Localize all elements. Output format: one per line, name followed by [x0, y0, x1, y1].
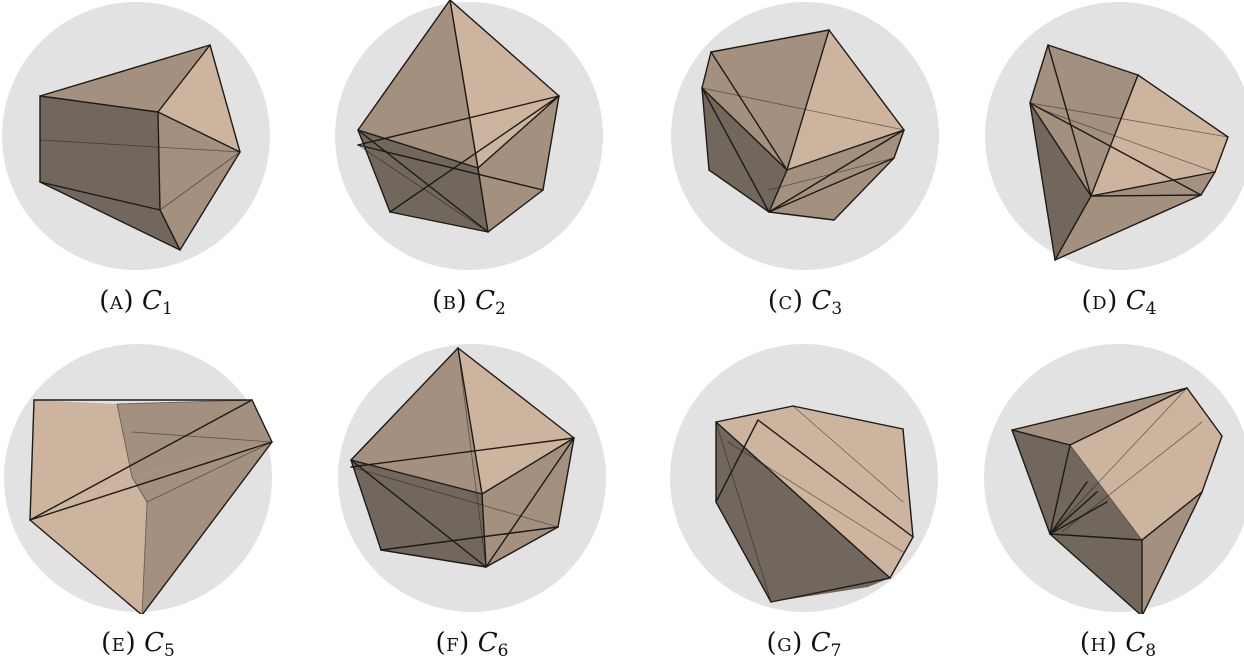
subfigure-caption: (b)C2 — [333, 286, 605, 319]
caption-subscript: 1 — [161, 299, 173, 319]
polytope-face — [1070, 388, 1222, 540]
subfigure-caption: (c)C3 — [669, 286, 941, 319]
polytope-face — [1055, 172, 1215, 260]
polytope-face — [358, 0, 478, 168]
caption-subscript: 6 — [497, 641, 509, 661]
polytope-face — [450, 0, 559, 168]
polytope-c6-figure — [338, 344, 606, 612]
polytope-c8-figure — [984, 344, 1244, 614]
polytope-face — [1012, 430, 1142, 540]
subfigure-caption: (g)C7 — [668, 628, 940, 661]
panel-b: (b)C2 — [333, 0, 605, 330]
panel-c: (c)C3 — [669, 0, 941, 330]
caption-tag: (a) — [99, 286, 135, 316]
polytope-face — [458, 348, 574, 494]
caption-symbol: C — [477, 628, 498, 658]
panel-f: (f)C6 — [336, 342, 608, 672]
polytope-face — [40, 45, 210, 112]
polytope-face — [478, 96, 559, 232]
caption-tag: (h) — [1079, 628, 1118, 658]
subfigure-caption: (d)C4 — [983, 286, 1244, 319]
caption-subscript: 8 — [1145, 641, 1157, 661]
caption-symbol: C — [475, 286, 496, 316]
caption-tag: (d) — [1081, 286, 1118, 316]
polytope-face — [117, 400, 272, 477]
subfigure-caption: (h)C8 — [982, 628, 1244, 661]
caption-tag: (b) — [432, 286, 468, 316]
panel-g: (g)C7 — [668, 342, 940, 672]
polytope-face — [1012, 388, 1187, 445]
polytope-face — [1091, 75, 1228, 196]
caption-symbol: C — [1125, 286, 1146, 316]
polytope-face — [30, 400, 132, 520]
caption-symbol: C — [144, 628, 164, 658]
caption-subscript: 4 — [1145, 299, 1157, 319]
polytope-face — [158, 112, 240, 250]
polytope-face — [40, 96, 160, 210]
polytope-face — [482, 438, 574, 567]
caption-symbol: C — [142, 286, 162, 316]
panel-d: (d)C4 — [983, 0, 1244, 330]
caption-subscript: 7 — [830, 641, 842, 661]
subfigure-caption: (e)C5 — [2, 628, 274, 661]
caption-tag: (f) — [435, 628, 470, 658]
polytope-c1-figure — [2, 2, 270, 270]
polytope-face — [1030, 45, 1138, 196]
subfigure-caption: (a)C1 — [0, 286, 272, 319]
caption-tag: (e) — [101, 628, 137, 658]
polytope-c7-figure — [670, 344, 938, 612]
panel-e: (e)C5 — [2, 342, 274, 672]
polytope-c4-figure — [985, 2, 1244, 270]
polytope-c3-figure — [671, 2, 939, 270]
polytope-face — [132, 442, 272, 502]
polytope-face — [702, 88, 787, 212]
caption-tag: (g) — [766, 628, 803, 658]
polytope-face — [158, 45, 240, 152]
polytope-face — [716, 406, 913, 578]
caption-subscript: 3 — [831, 299, 843, 319]
polytope-face — [1030, 103, 1091, 260]
caption-symbol: C — [810, 628, 831, 658]
caption-subscript: 5 — [164, 641, 175, 661]
polytope-c2-figure — [335, 0, 603, 270]
polytope-face — [787, 30, 904, 170]
polytope-face — [351, 348, 482, 494]
caption-symbol: C — [1125, 628, 1146, 658]
subfigure-caption: (f)C6 — [336, 628, 608, 661]
polytope-c5-figure — [4, 344, 273, 614]
caption-tag: (c) — [767, 286, 804, 316]
panel-h: (h)C8 — [982, 342, 1244, 672]
caption-subscript: 2 — [495, 299, 506, 319]
panel-a: (a)C1 — [0, 0, 272, 330]
caption-symbol: C — [811, 286, 832, 316]
polytope-face — [716, 422, 890, 602]
